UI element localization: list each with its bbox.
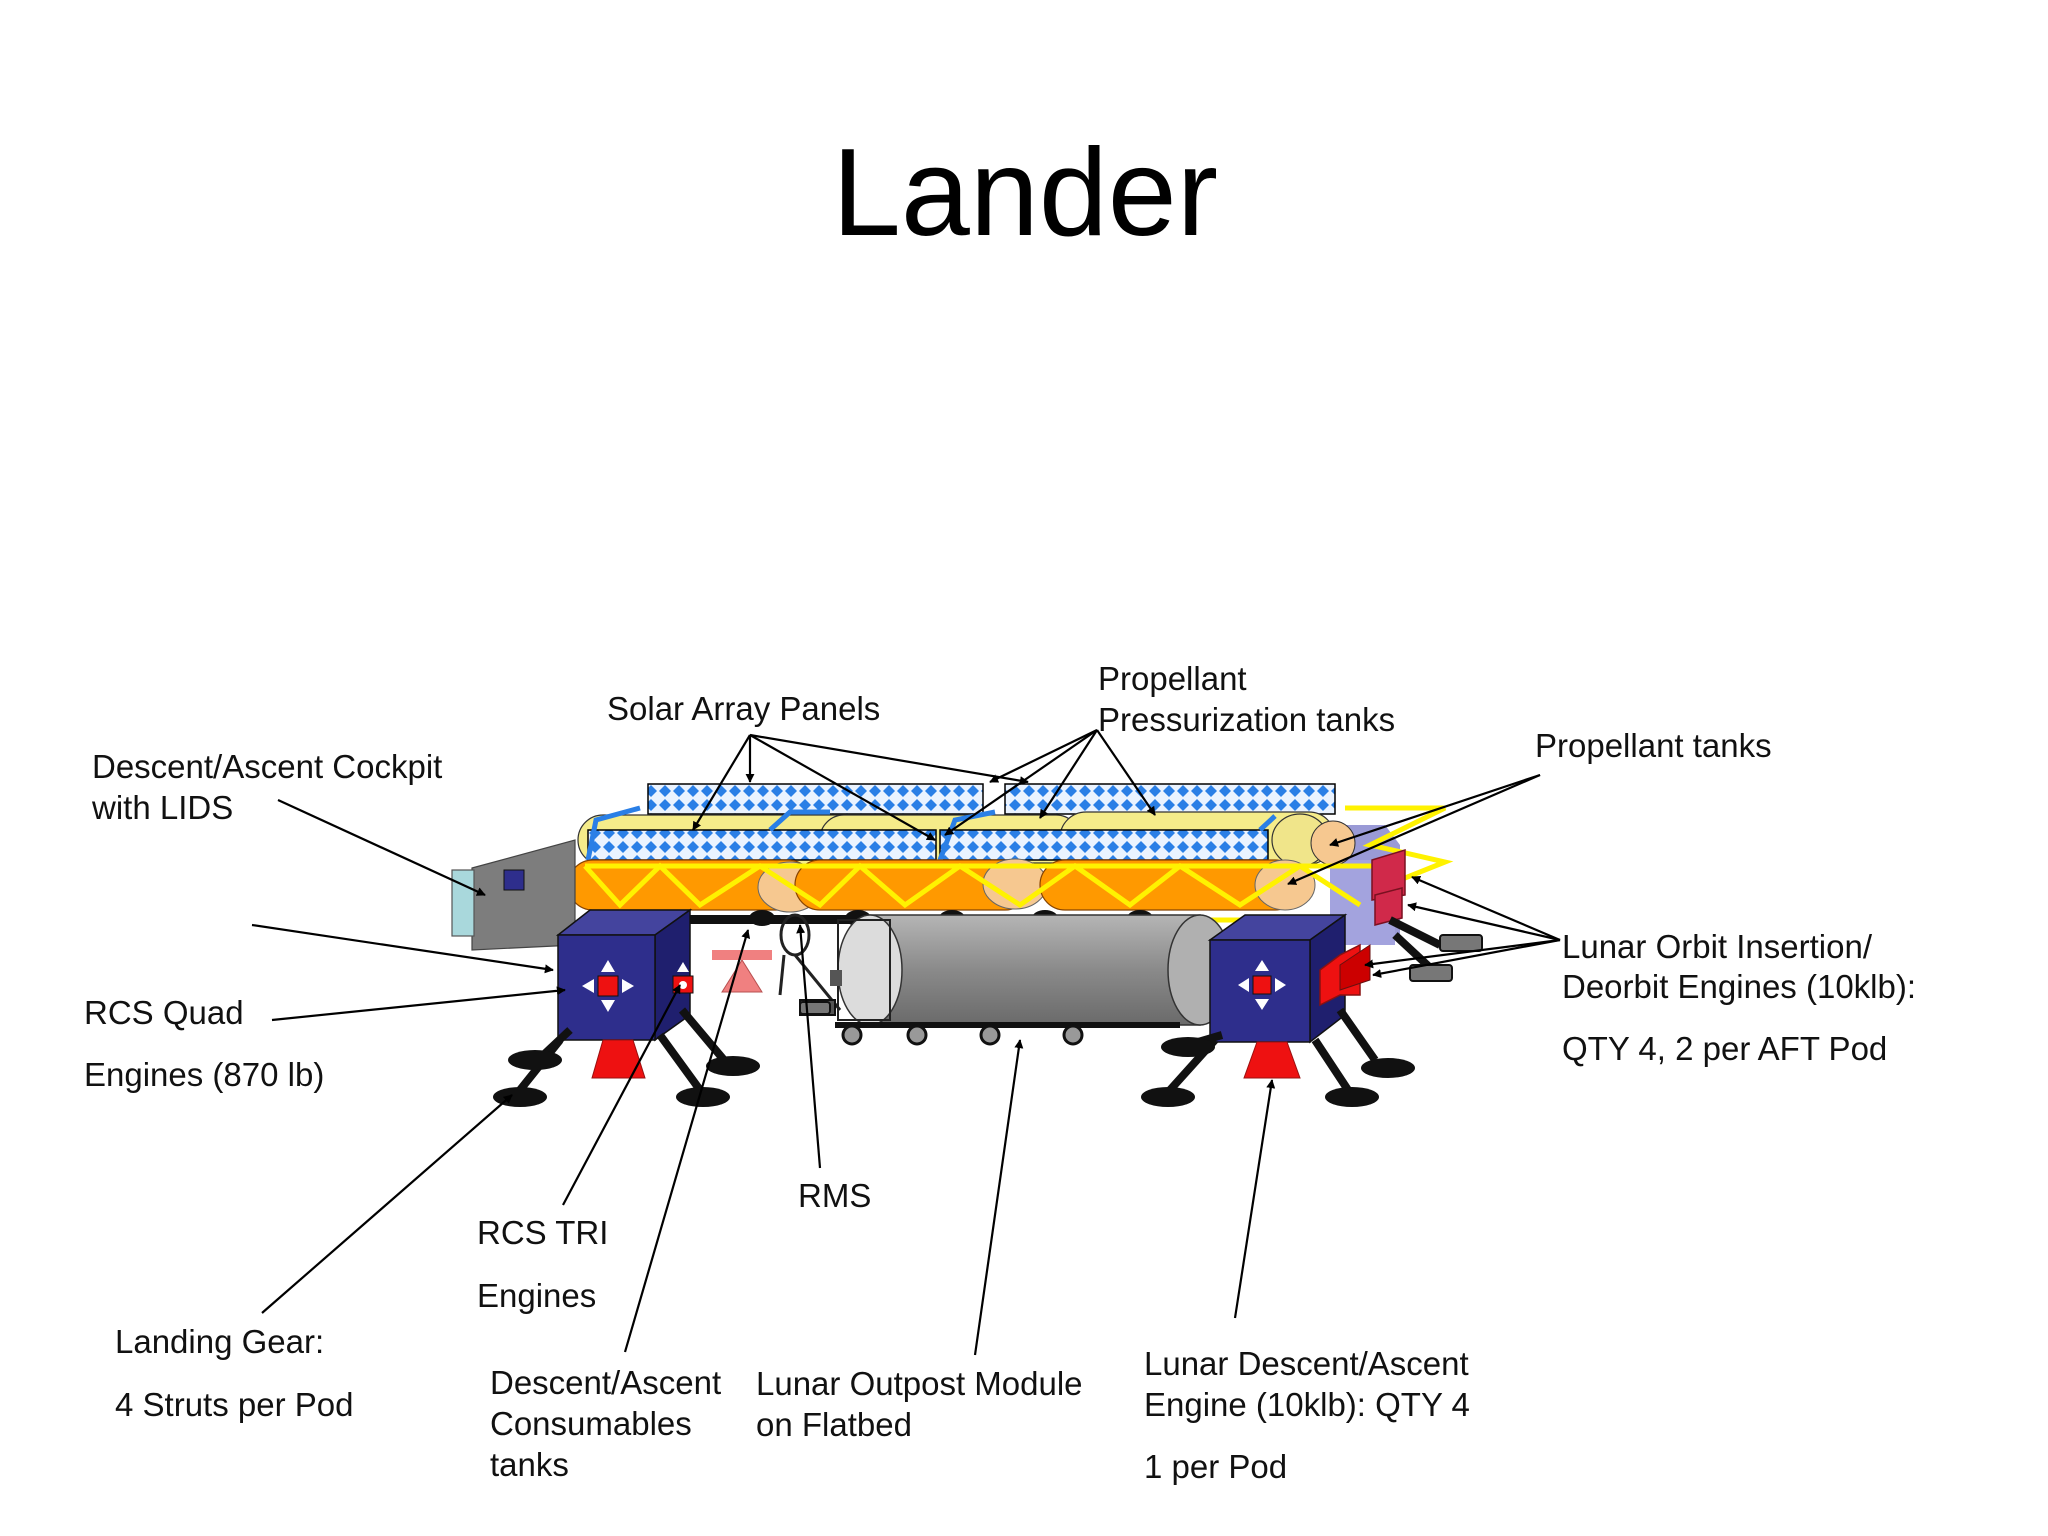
label-rcs-quad-line2: Engines (870 lb) [84, 1056, 324, 1093]
label-solar-array-panels: Solar Array Panels [607, 690, 880, 727]
flatbed-bracket-2 [830, 970, 842, 986]
lids-docking-ring [451, 869, 475, 937]
label-landing-gear-line2: 4 Struts per Pod [115, 1386, 353, 1423]
loi-engine-upper-2 [1374, 887, 1403, 926]
page-title: Lander [832, 124, 1218, 262]
label-descent-engine-line3: 1 per Pod [1144, 1448, 1287, 1485]
label-cockpit-line2: with LIDS [91, 789, 233, 826]
cockpit-window [503, 869, 525, 891]
label-rcs-quad-line1: RCS Quad [84, 994, 244, 1031]
rcs-quad-forward [582, 960, 634, 1012]
label-consumables-line2: Consumables [490, 1405, 692, 1442]
loi-engine-upper-1 [1371, 848, 1406, 901]
leader-lines [251, 729, 1561, 1356]
label-propellant-tanks: Propellant tanks [1535, 727, 1772, 764]
lander-illustration [451, 783, 1483, 1107]
label-rms: RMS [798, 1177, 871, 1214]
loi-engine-lower-2 [1339, 944, 1371, 991]
solar-panel-back-left [647, 783, 984, 815]
landing-pads-aft [1141, 1037, 1415, 1107]
consumables-tank-cone [721, 959, 763, 993]
label-landing-gear-line1: Landing Gear: [115, 1323, 324, 1360]
label-rcs-tri-line1: RCS TRI [477, 1214, 608, 1251]
label-pressurization-line2: Pressurization tanks [1098, 701, 1395, 738]
label-consumables-line1: Descent/Ascent [490, 1364, 721, 1401]
solar-panel-back-right [1004, 783, 1336, 815]
callout-labels: Solar Array Panels Propellant Pressuriza… [84, 660, 1916, 1485]
outpost-module-body [869, 914, 1201, 1026]
outpost-module-front-cap [837, 914, 903, 1026]
label-pressurization-line1: Propellant [1098, 660, 1247, 697]
label-loi-line1: Lunar Orbit Insertion/ [1562, 928, 1873, 965]
solar-panel-front-left [587, 829, 937, 861]
rms-arm [778, 913, 842, 1011]
consumables-tank-top [712, 950, 772, 960]
descent-engine-forward [591, 1039, 646, 1079]
solar-bracket-2 [768, 809, 830, 832]
solar-bracket-4 [1258, 814, 1277, 832]
label-rcs-tri-line2: Engines [477, 1277, 596, 1314]
flatbed-wheels [841, 1024, 1084, 1046]
propellant-tank-dome-3 [1254, 859, 1316, 911]
label-outpost-line1: Lunar Outpost Module [756, 1365, 1083, 1402]
label-outpost-line2: on Flatbed [756, 1406, 912, 1443]
label-descent-engine-line2: Engine (10klb): QTY 4 [1144, 1386, 1470, 1423]
label-loi-line3: QTY 4, 2 per AFT Pod [1562, 1030, 1887, 1067]
label-loi-line2: Deorbit Engines (10klb): [1562, 968, 1916, 1005]
label-descent-engine-line1: Lunar Descent/Ascent [1144, 1345, 1469, 1382]
rcs-quad-aft [1238, 960, 1286, 1010]
solar-panel-front-right [939, 829, 1269, 861]
solar-bracket-3 [937, 809, 996, 861]
solar-bracket-1 [585, 805, 641, 861]
descent-engine-aft [1243, 1041, 1301, 1079]
flatbed-rail [835, 1022, 1180, 1028]
label-cockpit-line1: Descent/Ascent Cockpit [92, 748, 442, 785]
label-consumables-line3: tanks [490, 1446, 569, 1483]
